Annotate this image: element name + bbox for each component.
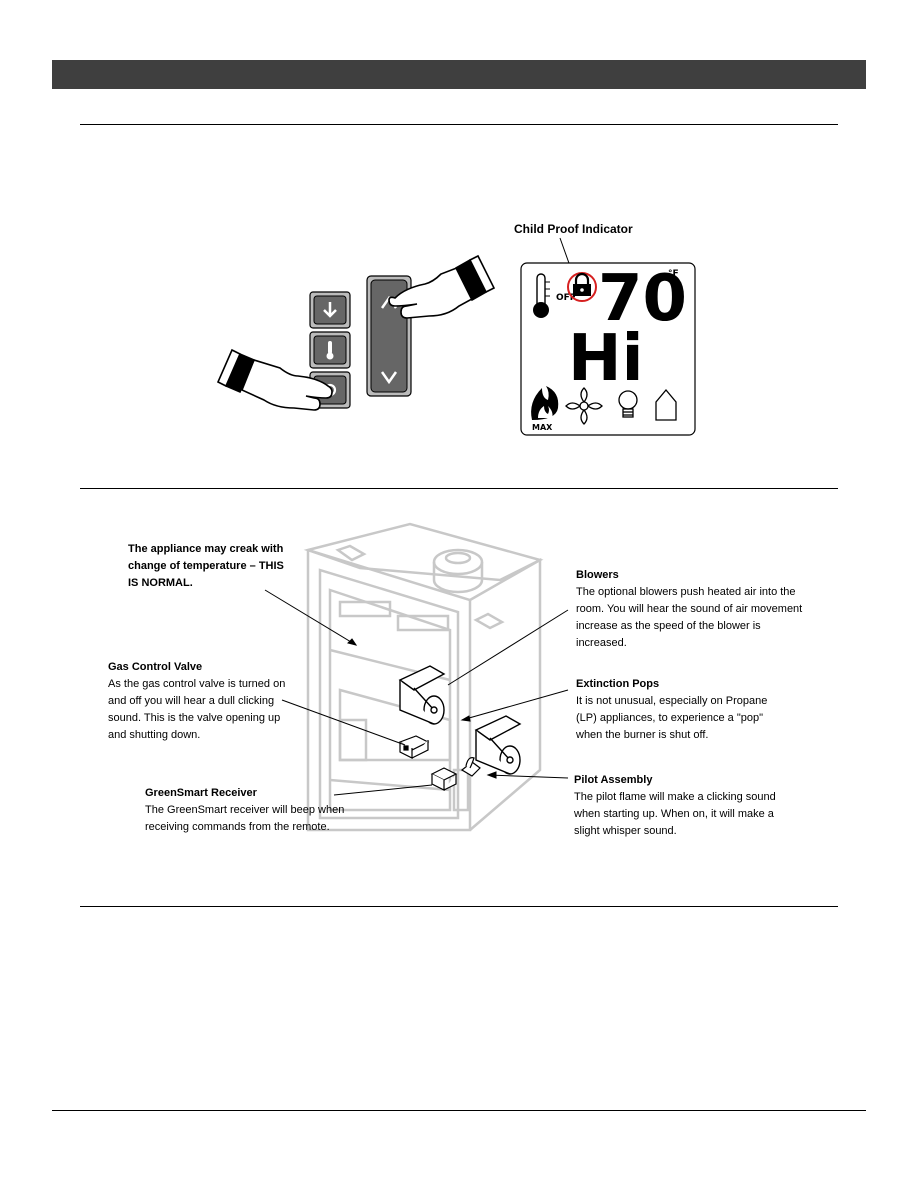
receiver-component — [430, 767, 458, 791]
gas-control-valve-text: As the gas control valve is turned on an… — [108, 678, 286, 741]
greensmart-receiver-title: GreenSmart Receiver — [145, 787, 257, 799]
blower-component-2 — [474, 715, 522, 775]
blower-component — [398, 665, 446, 725]
divider-lower — [80, 906, 838, 907]
remote-button-illustration — [216, 254, 496, 411]
gas-control-valve-title: Gas Control Valve — [108, 661, 203, 673]
max-label: MAX — [532, 423, 553, 432]
creak-note-text: The appliance may creak with change of t… — [128, 543, 284, 589]
light-bulb-icon — [618, 390, 638, 418]
thermometer-icon — [533, 273, 550, 318]
pilot-assembly-note: Pilot Assembly The pilot flame will make… — [574, 772, 780, 840]
temperature-readout: 70 — [598, 262, 687, 336]
extinction-pops-title: Extinction Pops — [576, 678, 660, 690]
pilot-assembly-text: The pilot flame will make a clicking sou… — [574, 791, 776, 837]
child-proof-pointer-line — [559, 237, 571, 267]
extinction-pops-note: Extinction Pops It is not unusual, espec… — [576, 676, 788, 744]
up-down-rocker — [366, 275, 412, 397]
fireplace-illustration — [303, 522, 544, 832]
down-arrow-icon — [380, 371, 398, 385]
fan-icon — [565, 387, 603, 425]
divider-top — [80, 124, 838, 125]
lock-icon — [567, 272, 597, 302]
pilot-assembly-component — [460, 757, 481, 777]
mode-readout: Hi — [568, 322, 644, 396]
off-label: OFF — [556, 293, 576, 303]
temperature-unit: °F — [668, 269, 679, 279]
greensmart-receiver-note: GreenSmart Receiver The GreenSmart recei… — [145, 785, 375, 836]
divider-footer — [52, 1110, 866, 1111]
pointing-hand-icon-lower — [216, 348, 333, 411]
creak-note: The appliance may creak with change of t… — [128, 541, 288, 592]
thermostat-button — [309, 331, 351, 369]
child-proof-indicator-label: Child Proof Indicator — [514, 222, 633, 236]
fan-button — [309, 291, 351, 329]
lcd-display: OFF 70 °F Hi MAX — [520, 237, 696, 436]
section-header-bar — [52, 60, 866, 89]
pilot-assembly-title: Pilot Assembly — [574, 774, 653, 786]
gas-control-valve-note: Gas Control Valve As the gas control val… — [108, 659, 294, 744]
extinction-pops-text: It is not unusual, especially on Propane… — [576, 695, 768, 741]
pointing-hand-icon-upper — [388, 254, 496, 319]
blowers-text: The optional blowers push heated air int… — [576, 586, 803, 649]
divider-middle — [80, 488, 838, 489]
flame-icon — [531, 386, 559, 420]
house-icon — [655, 388, 677, 421]
gas-valve-component — [398, 735, 430, 759]
greensmart-receiver-text: The GreenSmart receiver will beep when r… — [145, 804, 345, 833]
blowers-note: Blowers The optional blowers push heated… — [576, 567, 806, 652]
blowers-title: Blowers — [576, 569, 619, 581]
